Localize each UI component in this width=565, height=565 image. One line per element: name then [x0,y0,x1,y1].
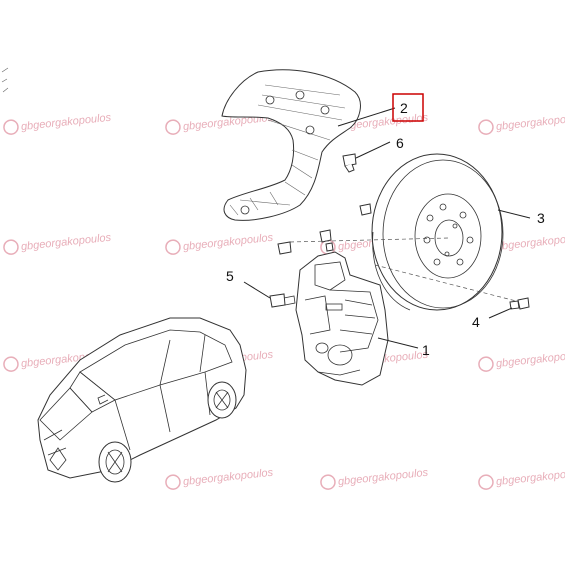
shield-bolt-upper [342,153,357,173]
brake-disc [371,153,504,311]
splash-shield [221,69,361,221]
axis-line [289,237,449,243]
watermark-text: gbgeorgakopoulos [495,349,565,370]
watermark-4: gbgeorgakopoulos [478,112,565,135]
watermark-text: gbgeorgakopoulos [495,467,565,488]
leader-5 [243,281,271,299]
watermark-text: gbgeorgakopoulos [337,467,429,488]
shield-bolt-lower [319,229,332,243]
leader-3 [497,209,531,219]
vehicle-illustration [37,317,247,483]
callout-5-label[interactable]: 5 [226,268,234,284]
disc-screw [509,297,530,310]
watermark-text: gbgeorgakopoulos [182,232,274,253]
watermark-text: gbgeorgakopoulos [20,112,112,133]
watermark-text: gbgeorgakopoulos [20,232,112,253]
watermark-14: gbgeorgakopoulos [320,467,429,490]
bleed-screw [269,293,296,308]
caliper-pin-small [325,242,334,252]
corner-mark [1,67,9,93]
callout-2[interactable]: 2 [392,93,424,122]
watermark-13: gbgeorgakopoulos [165,467,274,490]
leader-2 [337,107,396,127]
leader-6 [355,141,391,159]
callout-3-label[interactable]: 3 [537,210,545,226]
callout-highlight-box [392,93,424,122]
watermark-5: gbgeorgakopoulos [3,232,112,255]
leader-4 [488,307,513,319]
callout-4-label[interactable]: 4 [472,314,480,330]
brake-caliper [295,251,389,386]
leader-1 [377,337,419,349]
watermark-12: gbgeorgakopoulos [478,349,565,372]
watermark-text: gbgeorgakopoulos [495,112,565,133]
callout-2-label: 2 [400,100,408,116]
watermark-text: gbgeorgakopoulos [182,467,274,488]
watermark-text: gbgeorgakopoulos [495,232,565,253]
caliper-pin-upper [277,241,292,255]
screw-axis-line [374,264,521,303]
shield-bolt-middle [359,203,372,216]
watermark-6: gbgeorgakopoulos [165,232,274,255]
watermark-15: gbgeorgakopoulos [478,467,565,490]
callout-1-label[interactable]: 1 [422,342,430,358]
callout-6-label[interactable]: 6 [396,135,404,151]
watermark-1: gbgeorgakopoulos [3,112,112,135]
